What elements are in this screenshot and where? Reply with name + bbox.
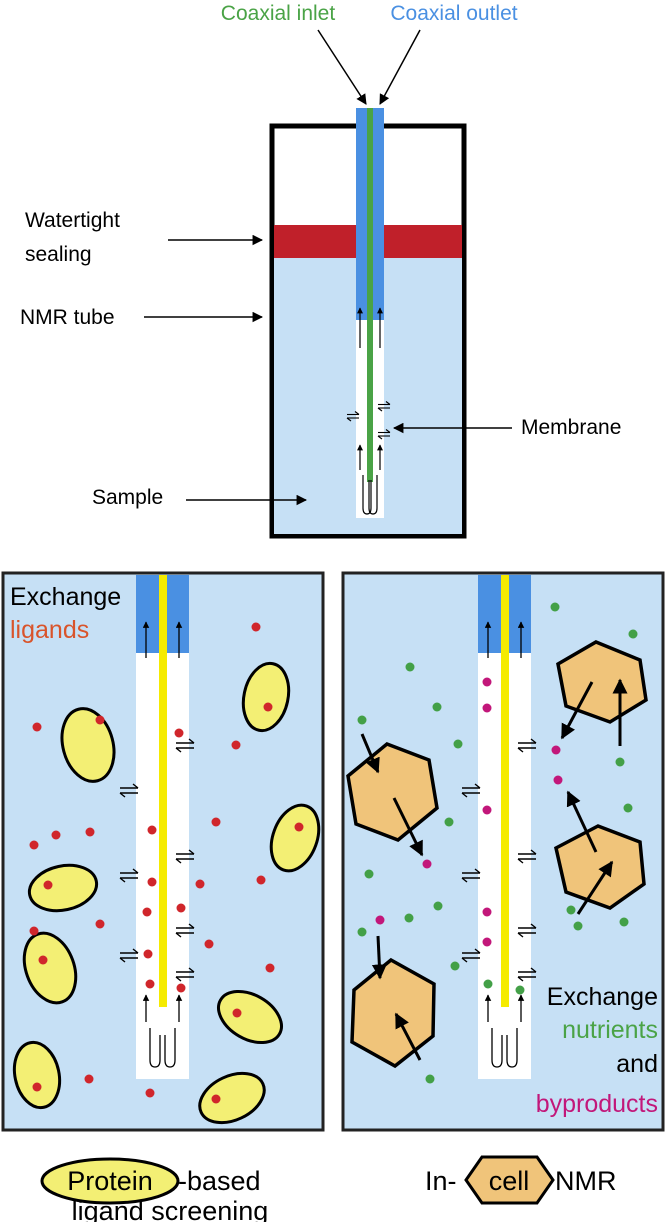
right-caption: In- cell NMR xyxy=(425,1155,617,1205)
flow-arrows xyxy=(484,621,525,1068)
inlet-capillary xyxy=(367,108,373,482)
byproduct-dots xyxy=(375,677,563,947)
caption-nmr: NMR xyxy=(555,1166,617,1196)
fiber-strip xyxy=(501,575,509,1007)
byproducts-label: byproducts xyxy=(536,1090,658,1118)
exchange-label: Exchange xyxy=(547,983,658,1011)
cell-badge-label: cell xyxy=(489,1166,530,1196)
caption-line1-rest: -based xyxy=(178,1166,261,1196)
ligand-screening-panel: Exchange ligands xyxy=(1,571,325,1132)
tube-label: NMR tube xyxy=(20,306,115,329)
protein xyxy=(60,707,116,783)
sample-label: Sample xyxy=(92,486,163,509)
cell xyxy=(350,957,436,1069)
inlet-pointer-arrow xyxy=(317,29,367,105)
ligand-dots xyxy=(29,622,275,1098)
ligands-label: ligands xyxy=(10,616,89,644)
nutrients-label: nutrients xyxy=(562,1016,658,1044)
protein-badge-label: Protein xyxy=(67,1166,153,1196)
protein xyxy=(217,989,283,1045)
flow-arrows xyxy=(142,621,183,1068)
protein xyxy=(22,931,78,1005)
protein xyxy=(12,1040,62,1110)
u-turn-flow xyxy=(368,475,378,515)
left-caption: Protein -based ligand screening xyxy=(40,1157,269,1222)
protein xyxy=(198,1071,266,1125)
nutrient-dots xyxy=(357,602,638,1084)
protein-badge xyxy=(40,1157,180,1205)
caption-in: In- xyxy=(425,1166,457,1196)
exchange-label: Exchange xyxy=(10,583,121,611)
transport-arrows xyxy=(360,678,628,1061)
seal-label-line2: sealing xyxy=(25,243,92,266)
outlet-pointer-arrow xyxy=(379,29,421,105)
seal-label-line1: Watertight xyxy=(25,209,120,232)
top-schematic: Coaxial inlet Coaxial outlet Watertight … xyxy=(20,2,621,539)
caption-line2: ligand screening xyxy=(72,1196,269,1222)
u-turn-flow xyxy=(362,475,372,515)
protein xyxy=(241,661,291,733)
protein xyxy=(27,863,99,913)
coaxial-outlet-label: Coaxial outlet xyxy=(390,2,517,25)
in-cell-nmr-panel: Exchange nutrients and byproducts xyxy=(341,571,665,1132)
fiber-strip xyxy=(159,575,167,1007)
membrane-label: Membrane xyxy=(521,416,621,439)
and-label: and xyxy=(616,1050,658,1078)
cell-badge xyxy=(464,1155,555,1205)
protein xyxy=(269,803,321,873)
coaxial-inlet-label: Coaxial inlet xyxy=(221,2,336,25)
